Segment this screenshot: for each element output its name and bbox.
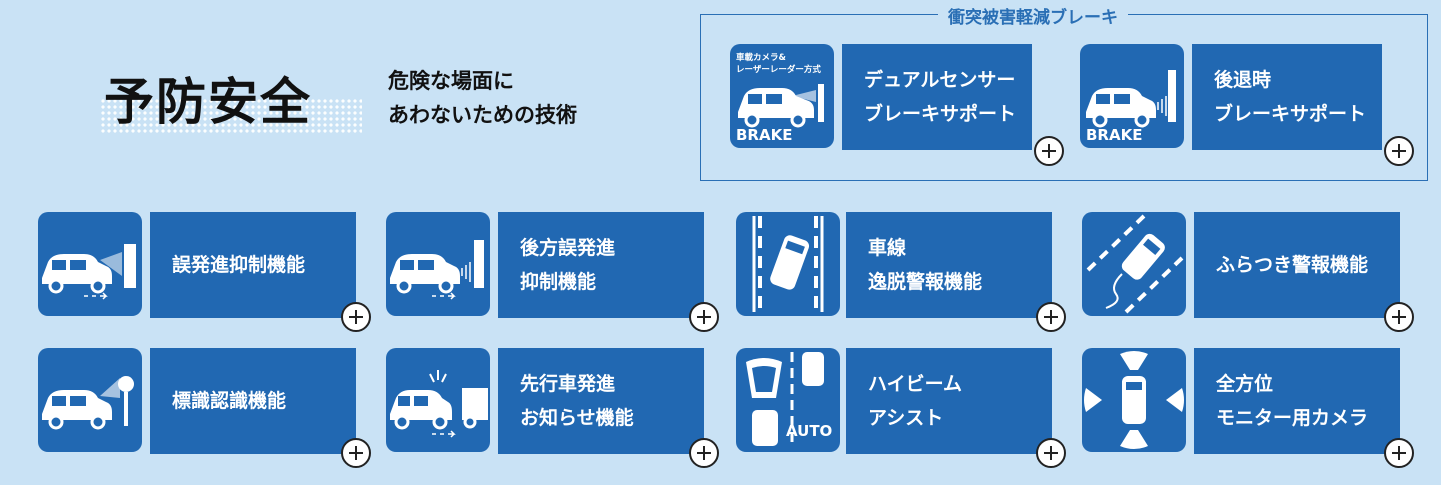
false-start-suppression-expand-button[interactable] [341,302,371,332]
lane-departure-warning-button[interactable]: 車線 逸脱警報機能 [846,212,1052,318]
rear-false-start-suppression-icon [386,212,490,316]
lane-departure-warning-expand-button[interactable] [1036,302,1066,332]
drowsy-driving-warning-icon [1082,212,1186,316]
auto-badge: AUTO [786,422,832,440]
high-beam-assist-label: ハイビーム アシスト [868,373,963,429]
plus-icon [1392,446,1406,460]
title-dots-decoration [100,98,362,134]
dual-sensor-brake-icon: 車載カメラ& レーザーレーダー方式 BRAKE [730,44,834,148]
high-beam-assist-expand-button[interactable] [1036,438,1066,468]
lane-departure-warning-label: 車線 逸脱警報機能 [868,237,983,293]
brake-badge: BRAKE [1086,126,1142,144]
svg-text:レーザーレーダー方式: レーザーレーダー方式 [736,64,821,75]
drowsy-driving-warning-label: ふらつき警報機能 [1216,254,1369,276]
plus-icon [349,446,363,460]
traffic-sign-recognition-button[interactable]: 標識認識機能 [150,348,356,454]
panoramic-monitor-camera-expand-button[interactable] [1384,438,1414,468]
panoramic-monitor-camera-label: 全方位 モニター用カメラ [1216,373,1369,429]
dual-sensor-brake-label: デュアルセンサー ブレーキサポート [864,69,1017,125]
page-subtitle: 危険な場面に あわないための技術 [388,64,577,132]
lead-vehicle-start-alert-label: 先行車発進 お知らせ機能 [520,373,634,429]
panoramic-monitor-camera-icon [1082,348,1186,452]
reverse-brake-icon: BRAKE [1080,44,1184,148]
drowsy-driving-warning-expand-button[interactable] [1384,302,1414,332]
lead-vehicle-start-alert-expand-button[interactable] [689,438,719,468]
plus-icon [697,446,711,460]
traffic-sign-recognition-icon [38,348,142,452]
high-beam-assist-button[interactable]: ハイビーム アシスト [846,348,1052,454]
rear-false-start-suppression-expand-button[interactable] [689,302,719,332]
plus-icon [1392,144,1406,158]
false-start-suppression-label: 誤発進抑制機能 [172,254,306,276]
reverse-brake-button[interactable]: 後退時 ブレーキサポート [1192,44,1382,150]
plus-icon [697,310,711,324]
reverse-brake-label: 後退時 ブレーキサポート [1214,69,1367,125]
false-start-suppression-button[interactable]: 誤発進抑制機能 [150,212,356,318]
drowsy-driving-warning-button[interactable]: ふらつき警報機能 [1194,212,1400,318]
subtitle-line-2: あわないための技術 [388,103,577,127]
false-start-suppression-icon [38,212,142,316]
brake-badge: BRAKE [736,126,792,144]
brake-group-legend: 衝突被害軽減ブレーキ [938,3,1128,28]
subtitle-line-1: 危険な場面に [388,69,514,93]
lane-departure-warning-icon [736,212,840,316]
rear-false-start-suppression-label: 後方誤発進 抑制機能 [520,237,616,293]
lead-vehicle-start-alert-button[interactable]: 先行車発進 お知らせ機能 [498,348,704,454]
traffic-sign-recognition-label: 標識認識機能 [172,390,287,412]
reverse-brake-expand-button[interactable] [1384,136,1414,166]
dual-sensor-brake-expand-button[interactable] [1034,136,1064,166]
sensor-type-line1: 車載カメラ& [736,52,787,63]
dual-sensor-brake-button[interactable]: デュアルセンサー ブレーキサポート [842,44,1032,150]
plus-icon [349,310,363,324]
panoramic-monitor-camera-button[interactable]: 全方位 モニター用カメラ [1194,348,1400,454]
lead-vehicle-start-alert-icon [386,348,490,452]
high-beam-assist-icon: AUTO [736,348,840,452]
traffic-sign-recognition-expand-button[interactable] [341,438,371,468]
plus-icon [1392,310,1406,324]
plus-icon [1042,144,1056,158]
plus-icon [1044,310,1058,324]
plus-icon [1044,446,1058,460]
rear-false-start-suppression-button[interactable]: 後方誤発進 抑制機能 [498,212,704,318]
page-title: 予防安全 [104,73,312,131]
